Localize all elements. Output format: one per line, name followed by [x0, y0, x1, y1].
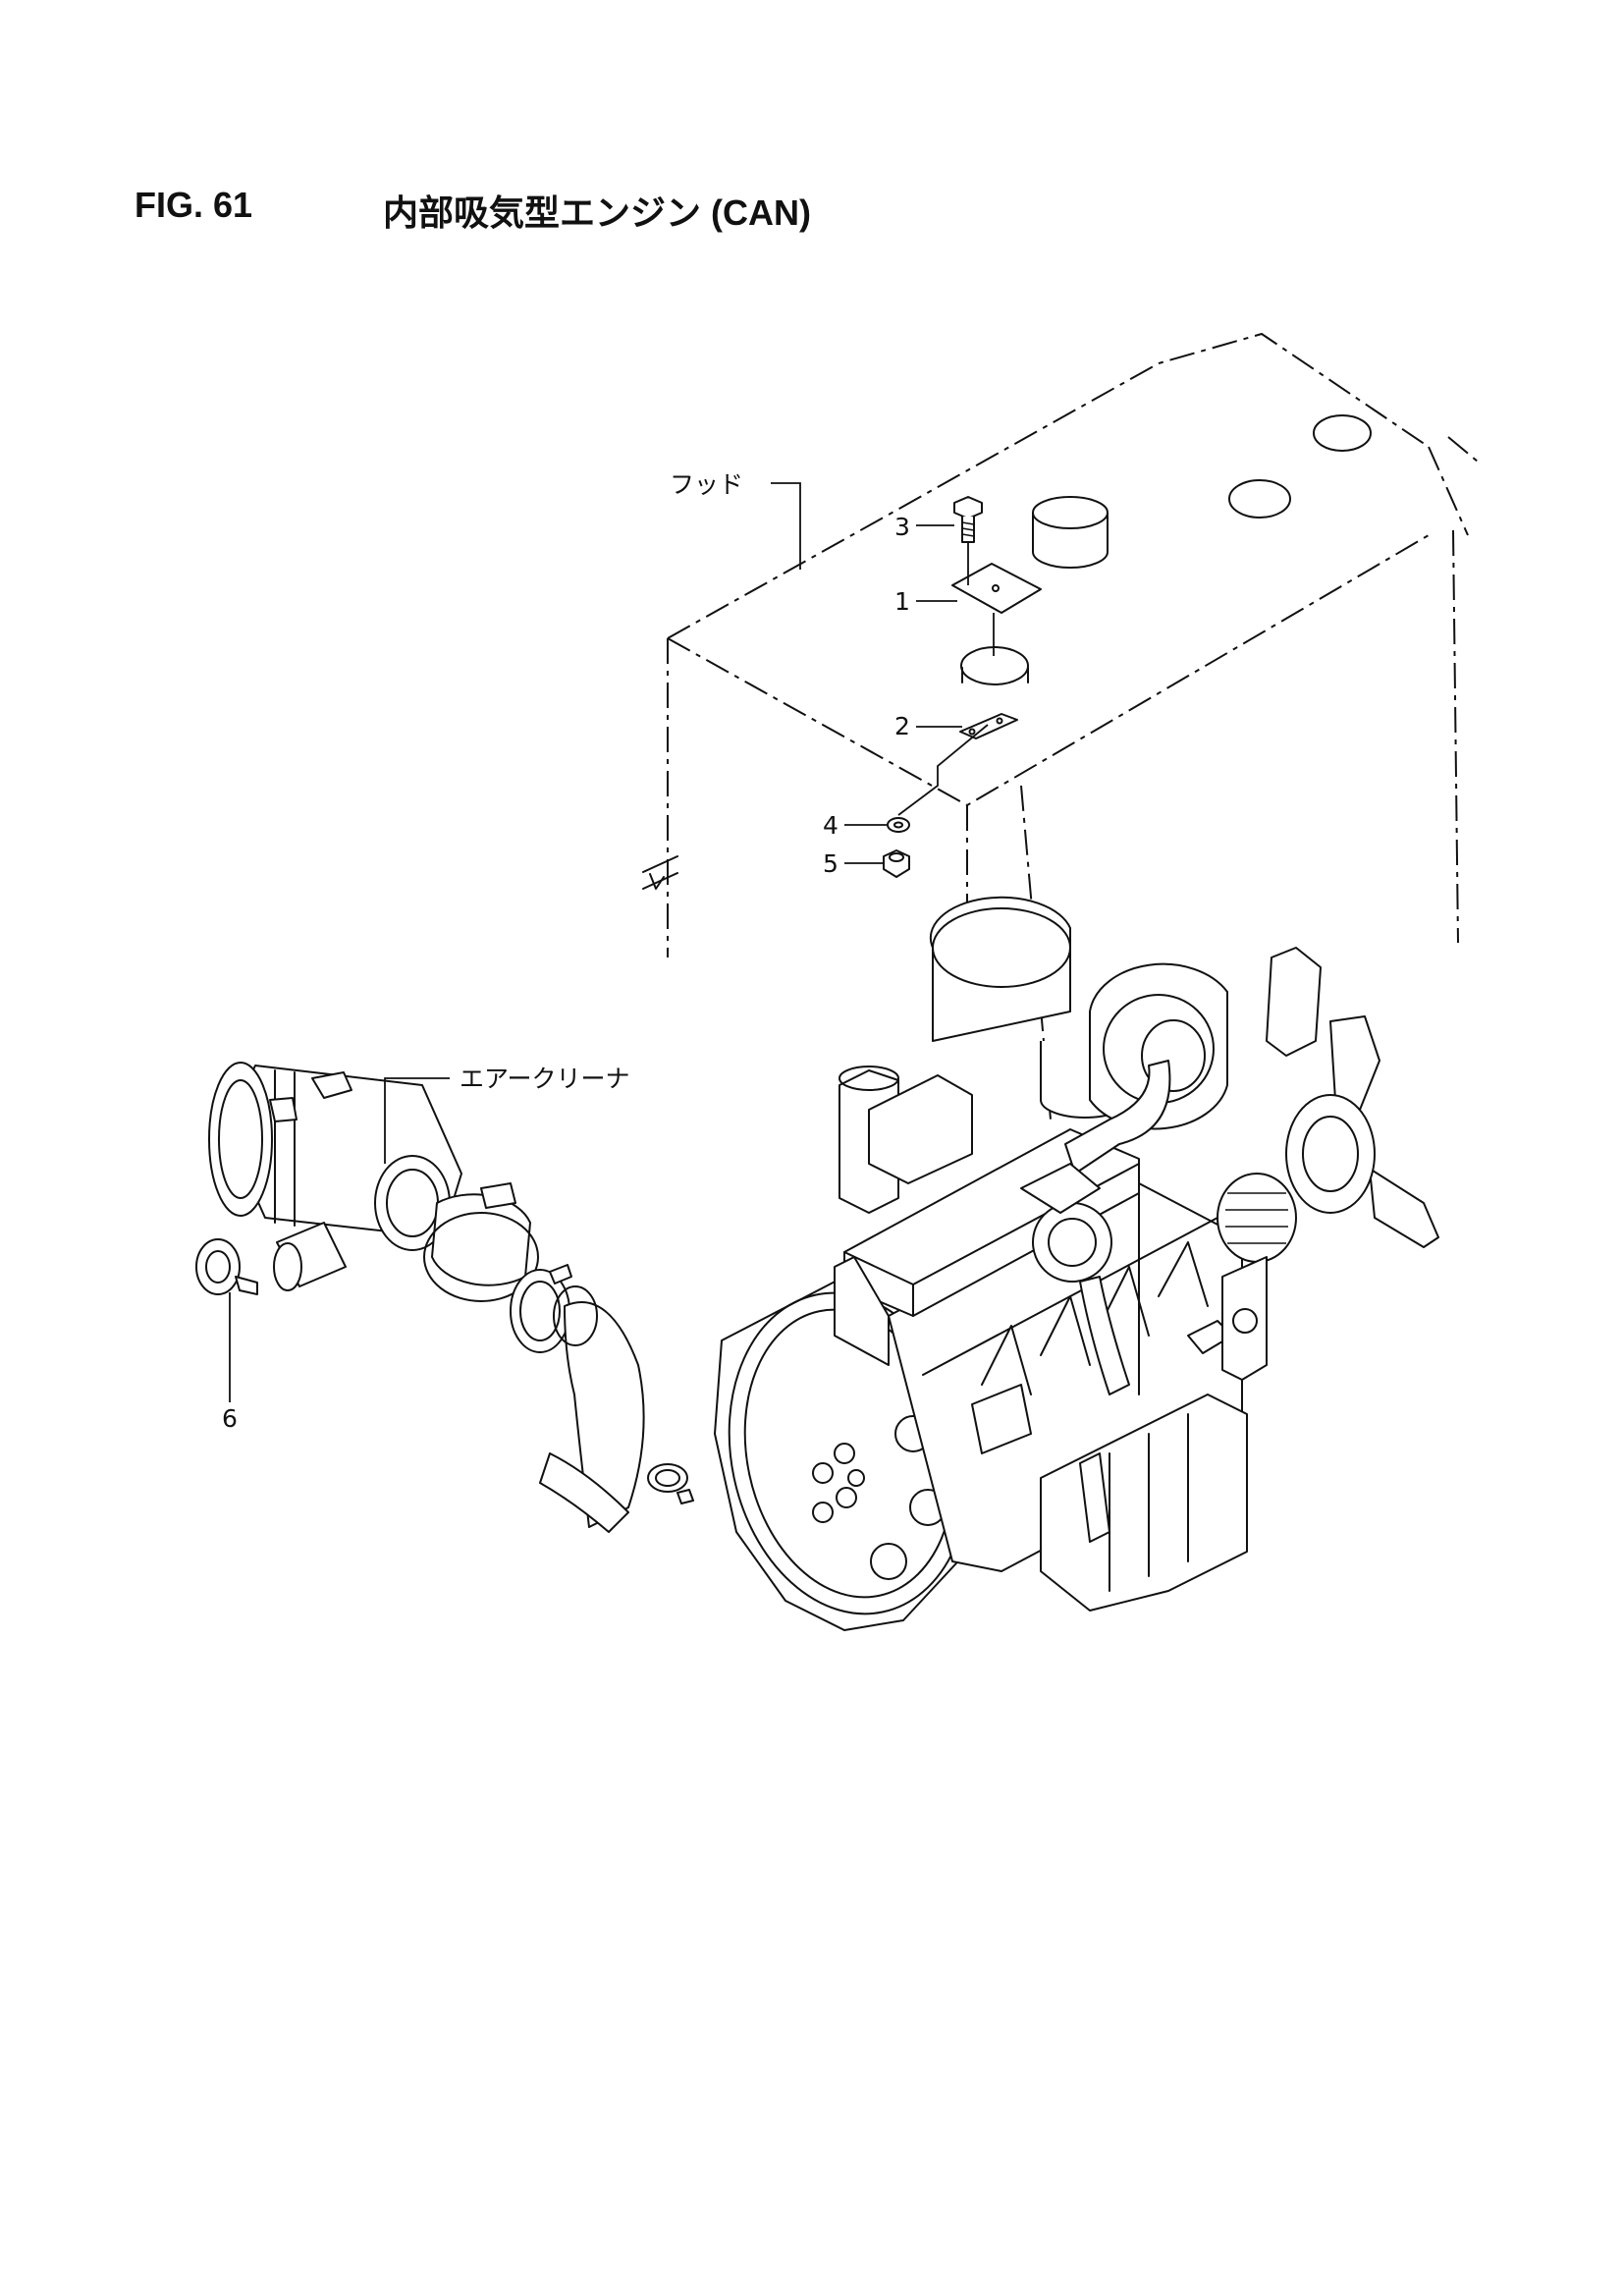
hood-label-group: フッド	[670, 470, 801, 570]
callout-5-number: 5	[823, 849, 839, 878]
break-symbol	[642, 855, 678, 890]
part-assembly-axis	[897, 542, 995, 816]
callout-6: 6	[222, 1292, 238, 1433]
engine-assembly	[714, 896, 1439, 1631]
callout-3: 3	[894, 513, 954, 541]
callout-6-number: 6	[222, 1404, 238, 1433]
callout-1: 1	[894, 587, 957, 616]
figure-number: FIG. 61	[135, 185, 253, 225]
air-cleaner-label: エアークリーナ	[460, 1065, 630, 1093]
part-6-rubber-cap	[195, 1238, 241, 1295]
hood-hole-front	[1228, 479, 1291, 519]
hood-hole-rear	[1313, 414, 1372, 452]
figure-title: 内部吸気型エンジン (CAN)	[383, 192, 811, 233]
callout-4: 4	[823, 811, 887, 840]
exhaust-cap	[1032, 496, 1109, 569]
callout-2-number: 2	[894, 712, 910, 740]
part-1-plate	[951, 563, 1042, 614]
air-cleaner-assembly	[195, 1062, 694, 1533]
callout-5: 5	[823, 849, 884, 878]
hood-phantom-outline	[667, 332, 1479, 1121]
hood-label: フッド	[670, 470, 743, 499]
part-3-bolt	[953, 496, 983, 543]
callout-3-number: 3	[894, 513, 910, 541]
part-4-washer	[887, 817, 910, 833]
part-5-nut	[883, 849, 910, 878]
part-2-bracket	[959, 713, 1018, 739]
air-cleaner-label-group: エアークリーナ	[384, 1065, 630, 1164]
callout-2: 2	[894, 712, 962, 740]
hood-opening	[960, 646, 1029, 685]
callout-4-number: 4	[823, 811, 839, 840]
callout-1-number: 1	[894, 587, 910, 616]
